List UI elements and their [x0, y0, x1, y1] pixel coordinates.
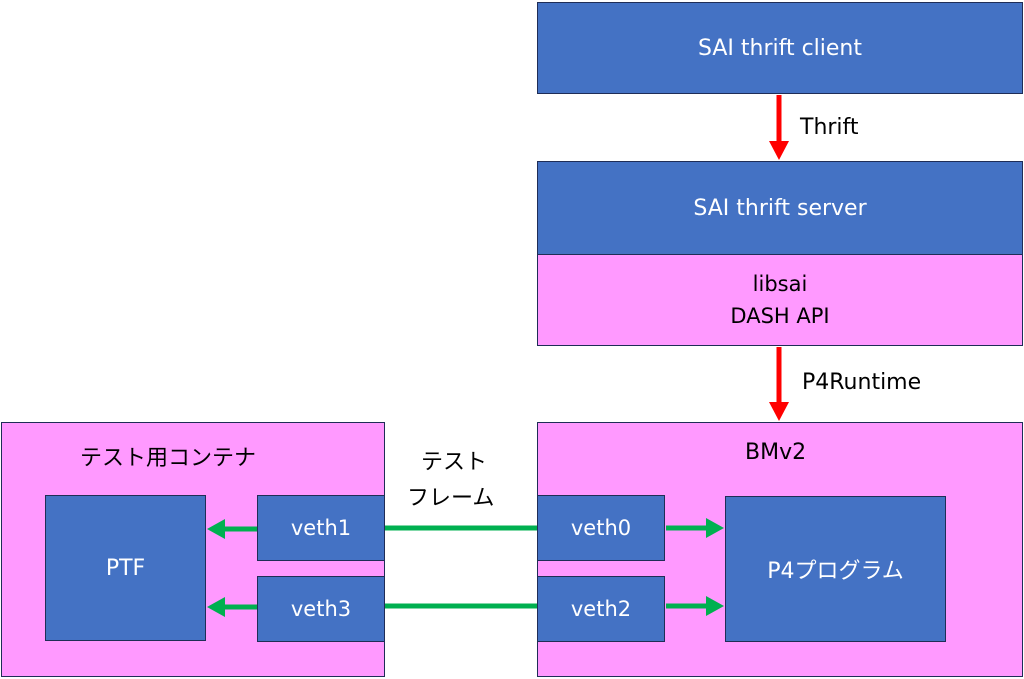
libsai-label: libsai — [752, 272, 808, 296]
p4runtime-label: P4Runtime — [802, 370, 922, 395]
p4runtime-arrow-head — [769, 402, 789, 421]
test-frame-label-line2: フレーム — [407, 486, 495, 511]
veth1-to-ptf-arrow-head — [207, 519, 225, 539]
p4-program-label: P4プログラム — [767, 559, 904, 584]
p4-program-box: P4プログラム — [725, 496, 946, 642]
veth2-to-p4-arrow-head — [706, 596, 724, 616]
veth0-label: veth0 — [570, 516, 632, 540]
libsai-box: libsai DASH API — [537, 254, 1023, 346]
test-frame-label-line1: テスト — [421, 450, 488, 475]
veth0-to-p4-arrow-head — [706, 518, 724, 538]
ptf-box: PTF — [45, 495, 206, 641]
sai-thrift-client-label: SAI thrift client — [697, 35, 863, 61]
veth1-box: veth1 — [257, 495, 385, 561]
thrift-label: Thrift — [800, 115, 859, 140]
veth0-box: veth0 — [537, 495, 665, 561]
veth3-to-ptf-arrow-head — [207, 597, 225, 617]
sai-thrift-server-label: SAI thrift server — [693, 195, 867, 221]
sai-thrift-client-box: SAI thrift client — [537, 2, 1023, 94]
test-container-title: テスト用コンテナ — [80, 446, 257, 471]
thrift-arrow-head — [769, 141, 789, 160]
sai-thrift-server-box: SAI thrift server — [537, 161, 1023, 255]
veth2-label: veth2 — [570, 597, 632, 621]
veth2-box: veth2 — [537, 576, 665, 642]
veth1-label: veth1 — [290, 516, 352, 540]
dash-api-label: DASH API — [730, 304, 830, 328]
ptf-label: PTF — [105, 555, 146, 581]
bmv2-title: BMv2 — [745, 440, 807, 465]
veth3-label: veth3 — [290, 597, 352, 621]
veth3-box: veth3 — [257, 576, 385, 642]
